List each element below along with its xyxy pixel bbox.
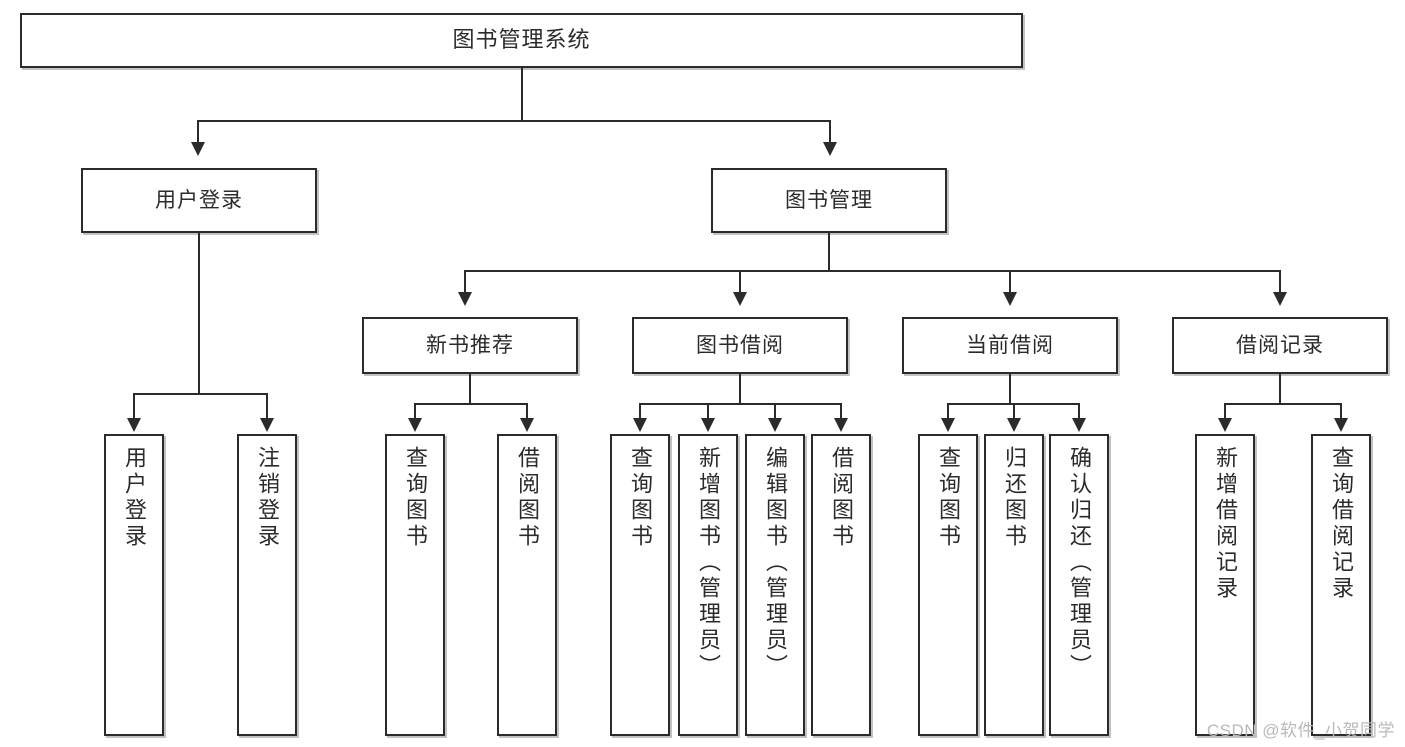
arrow-user-login-leaf-2 xyxy=(260,418,274,432)
arrow-to-new-book-recommend xyxy=(458,292,472,306)
arrow-to-current-borrow xyxy=(1003,292,1017,306)
node-label: 当前借阅 xyxy=(966,333,1054,357)
node-book-management[interactable]: 图书管理 xyxy=(711,168,947,233)
connector-current-borrow-drop-2 xyxy=(1013,403,1015,418)
node-label: 归还图书 xyxy=(1001,446,1027,550)
connector-new-book-drop-2 xyxy=(526,403,528,418)
leaf-borrow-record-add-record[interactable]: 新增借阅记录 xyxy=(1195,434,1255,736)
arrow-book-borrow-leaf-1 xyxy=(633,418,647,432)
connector-book-borrow-drop-2 xyxy=(707,403,709,418)
node-user-login[interactable]: 用户登录 xyxy=(81,168,317,233)
node-label: 查询图书 xyxy=(935,446,961,550)
connector-level3-bus xyxy=(464,270,1280,272)
arrow-book-borrow-leaf-2 xyxy=(701,418,715,432)
node-label: 确认归还（管理员） xyxy=(1066,446,1092,680)
node-label: 图书管理 xyxy=(785,188,873,212)
connector-root-to-book-management xyxy=(829,120,831,142)
connector-book-management-stem xyxy=(828,233,830,270)
connector-borrow-record-stem xyxy=(1279,374,1281,403)
node-label: 查询图书 xyxy=(402,446,428,550)
node-current-borrow[interactable]: 当前借阅 xyxy=(902,317,1118,374)
connector-borrow-record-bus xyxy=(1224,403,1342,405)
leaf-book-borrow-add-book-admin[interactable]: 新增图书（管理员） xyxy=(678,434,738,736)
leaf-new-book-query-book[interactable]: 查询图书 xyxy=(385,434,445,736)
arrow-to-book-borrow xyxy=(733,292,747,306)
node-new-book-recommend[interactable]: 新书推荐 xyxy=(362,317,578,374)
connector-book-borrow-bus xyxy=(639,403,842,405)
connector-current-borrow-stem xyxy=(1009,374,1011,403)
node-label: 借阅图书 xyxy=(828,446,854,550)
connector-current-borrow-drop-3 xyxy=(1078,403,1080,418)
leaf-user-login-logout[interactable]: 注销登录 xyxy=(237,434,297,736)
leaf-current-borrow-query-book[interactable]: 查询图书 xyxy=(918,434,978,736)
connector-to-new-book-recommend xyxy=(464,270,466,292)
leaf-book-borrow-edit-book-admin[interactable]: 编辑图书（管理员） xyxy=(745,434,805,736)
arrow-current-borrow-leaf-2 xyxy=(1007,418,1021,432)
node-label: 图书管理系统 xyxy=(452,27,591,53)
node-label: 图书借阅 xyxy=(696,333,784,357)
connector-to-book-borrow xyxy=(739,270,741,292)
node-label: 新增图书（管理员） xyxy=(695,446,721,680)
node-label: 新书推荐 xyxy=(426,333,514,357)
arrow-book-borrow-leaf-4 xyxy=(834,418,848,432)
leaf-new-book-borrow-book[interactable]: 借阅图书 xyxy=(497,434,557,736)
node-label: 用户登录 xyxy=(155,188,243,212)
arrow-borrow-record-leaf-2 xyxy=(1334,418,1348,432)
connector-to-borrow-record xyxy=(1279,270,1281,292)
connector-borrow-record-drop-1 xyxy=(1224,403,1226,418)
arrow-root-to-user-login xyxy=(191,142,205,156)
node-label: 新增借阅记录 xyxy=(1212,446,1238,602)
leaf-borrow-record-query-record[interactable]: 查询借阅记录 xyxy=(1311,434,1371,736)
connector-book-borrow-drop-1 xyxy=(639,403,641,418)
node-book-management-system[interactable]: 图书管理系统 xyxy=(20,13,1023,68)
connector-new-book-drop-1 xyxy=(414,403,416,418)
connector-root-stem xyxy=(521,68,523,120)
connector-book-borrow-drop-3 xyxy=(774,403,776,418)
arrow-to-borrow-record xyxy=(1273,292,1287,306)
connector-root-to-user-login xyxy=(197,120,199,142)
leaf-book-borrow-borrow-book[interactable]: 借阅图书 xyxy=(811,434,871,736)
connector-new-book-stem xyxy=(469,374,471,403)
connector-user-login-bus xyxy=(133,393,268,395)
node-label: 借阅图书 xyxy=(514,446,540,550)
connector-new-book-bus xyxy=(414,403,528,405)
connector-book-borrow-stem xyxy=(739,374,741,403)
node-borrow-record[interactable]: 借阅记录 xyxy=(1172,317,1388,374)
connector-root-bus xyxy=(197,120,831,122)
connector-user-login-stem xyxy=(198,233,200,393)
arrow-current-borrow-leaf-3 xyxy=(1072,418,1086,432)
arrow-user-login-leaf-1 xyxy=(127,418,141,432)
node-label: 查询借阅记录 xyxy=(1328,446,1354,602)
connector-user-login-drop-1 xyxy=(133,393,135,418)
node-label: 编辑图书（管理员） xyxy=(762,446,788,680)
arrow-borrow-record-leaf-1 xyxy=(1218,418,1232,432)
leaf-current-borrow-confirm-return-admin[interactable]: 确认归还（管理员） xyxy=(1049,434,1109,736)
connector-book-borrow-drop-4 xyxy=(840,403,842,418)
node-label: 用户登录 xyxy=(121,446,147,550)
leaf-book-borrow-query-book[interactable]: 查询图书 xyxy=(610,434,670,736)
arrow-new-book-leaf-2 xyxy=(520,418,534,432)
arrow-book-borrow-leaf-3 xyxy=(768,418,782,432)
csdn-watermark: CSDN @软件_小贺同学 xyxy=(1206,721,1395,740)
leaf-user-login-login[interactable]: 用户登录 xyxy=(104,434,164,736)
arrow-current-borrow-leaf-1 xyxy=(941,418,955,432)
connector-current-borrow-drop-1 xyxy=(947,403,949,418)
leaf-current-borrow-return-book[interactable]: 归还图书 xyxy=(984,434,1044,736)
node-book-borrow[interactable]: 图书借阅 xyxy=(632,317,848,374)
connector-user-login-drop-2 xyxy=(266,393,268,418)
arrow-new-book-leaf-1 xyxy=(408,418,422,432)
node-label: 借阅记录 xyxy=(1236,333,1324,357)
connector-to-current-borrow xyxy=(1009,270,1011,292)
node-label: 查询图书 xyxy=(627,446,653,550)
arrow-root-to-book-management xyxy=(823,142,837,156)
node-label: 注销登录 xyxy=(254,446,280,550)
connector-borrow-record-drop-2 xyxy=(1340,403,1342,418)
